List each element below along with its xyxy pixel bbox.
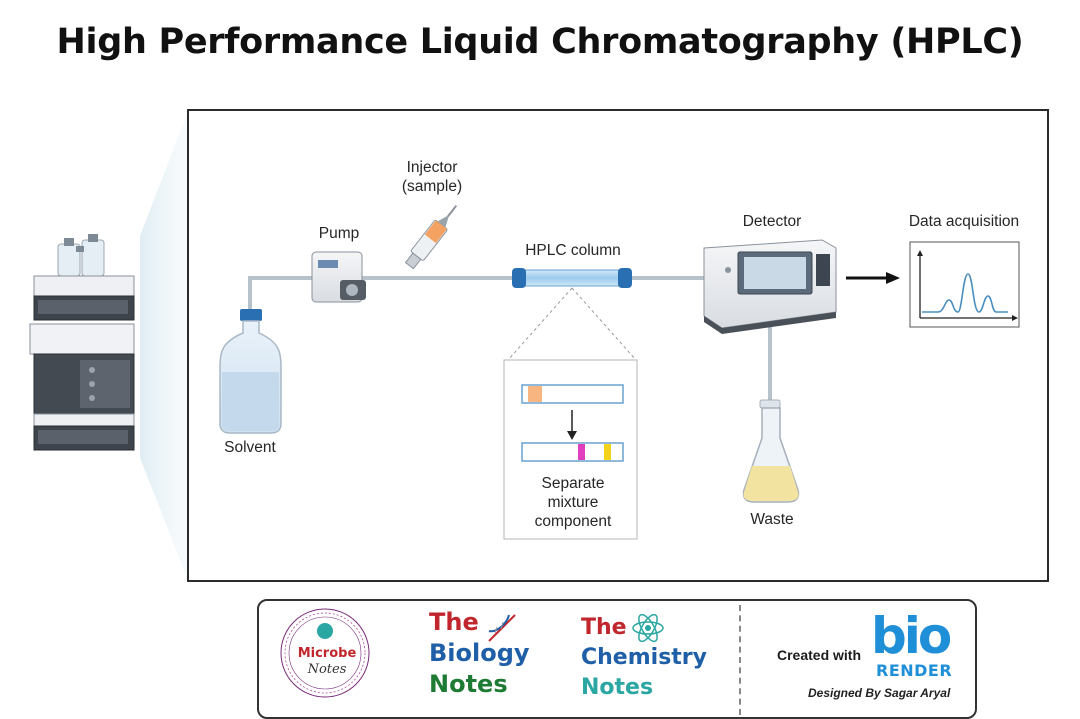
label-pump: Pump: [318, 225, 360, 242]
hplc-instrument-icon: [29, 234, 135, 451]
pump-icon: [311, 251, 366, 303]
waste-flask-icon: [742, 399, 800, 503]
footer-brand-bar: Microbe Notes The Biology Notes The Chem…: [257, 599, 977, 719]
label-hplc-column: HPLC column: [525, 242, 621, 259]
detector-icon: [703, 239, 837, 334]
microbe-notes-logo: [280, 608, 370, 698]
label-waste: Waste: [750, 511, 794, 528]
sample-band: [528, 386, 542, 402]
label-data-acquisition: Data acquisition: [908, 213, 1020, 230]
biology-notes-logo: The Biology Notes: [429, 607, 530, 700]
microbe-notes-line1: Microbe: [297, 646, 357, 661]
solvent-bottle-icon: [219, 309, 282, 434]
label-solvent: Solvent: [224, 439, 276, 456]
chemistry-notes: Notes: [581, 675, 654, 700]
chemistry-the: The: [581, 615, 627, 640]
injector-syringe-icon: [404, 205, 458, 270]
biorender-wordmark: RENDER: [876, 661, 953, 680]
dna-icon: [488, 614, 516, 642]
band-yellow: [604, 444, 611, 460]
biology-notes: Notes: [429, 670, 508, 698]
created-with-label: Created with: [777, 647, 862, 663]
page-title: High Performance Liquid Chromatography (…: [56, 22, 1024, 62]
column-before: [521, 384, 624, 404]
diagram-frame: [187, 109, 1049, 582]
designed-by-credit: Designed By Sagar Aryal: [808, 686, 951, 700]
label-separate-mixture-component: Separate mixture component: [534, 475, 612, 530]
chemistry-notes-logo: The Chemistry Notes: [581, 613, 707, 703]
chromatogram-icon: [909, 241, 1020, 328]
footer-divider: [739, 605, 741, 715]
hplc-diagram: [29, 109, 1049, 582]
label-injector: Injector (sample): [401, 159, 463, 195]
biology-the: The: [429, 608, 479, 636]
tubing: [248, 276, 772, 412]
atom-icon: [632, 613, 664, 643]
chemistry-main: Chemistry: [581, 645, 707, 670]
hplc-column-icon: [512, 268, 632, 288]
label-detector: Detector: [742, 213, 802, 230]
column-after: [521, 442, 624, 462]
biology-main: Biology: [429, 639, 530, 667]
microbe-notes-line2: Notes: [307, 662, 347, 677]
band-magenta: [578, 444, 585, 460]
perspective-beam: [140, 112, 188, 580]
zoom-lines: [507, 287, 637, 361]
biorender-logo: bio: [871, 607, 952, 665]
